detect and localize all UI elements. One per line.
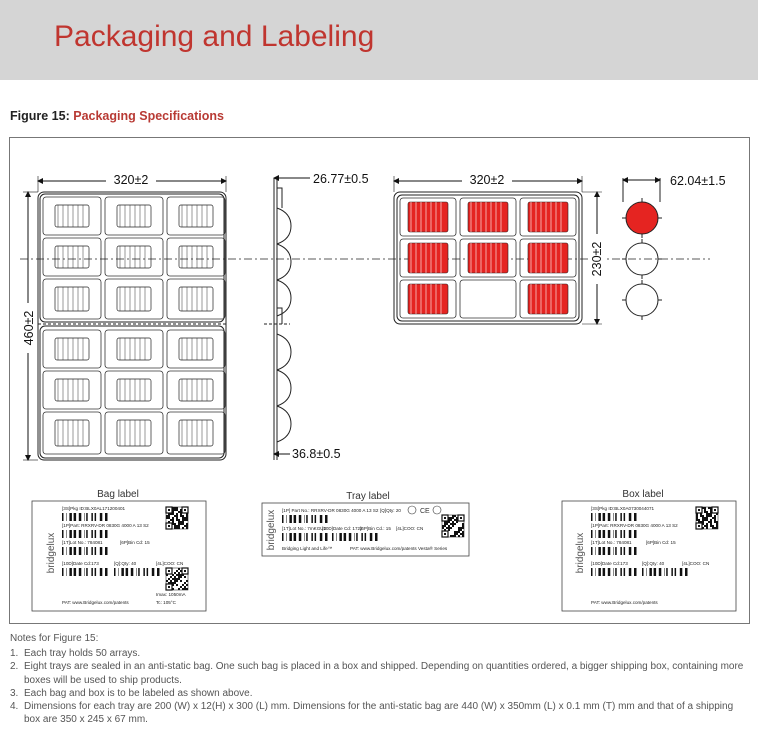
box-label-line4: [10D]Date Cd:173 (591, 561, 628, 566)
box-label-line4b: [Q]:Qty: 40 (642, 561, 665, 566)
dim-side-top: 26.77±0.5 (273, 172, 369, 186)
barcode-icon (591, 547, 637, 555)
dim-tray-height-double: 460±2 (20, 191, 38, 461)
dim-label-tray-width: 320±2 (114, 173, 149, 187)
tray-label-line3: Bridging Light and Life™ (282, 546, 332, 551)
bag-label-title: Bag label (97, 489, 139, 500)
box-label-brand: bridgelux (575, 533, 586, 574)
note-text: Eight trays are sealed in an anti-static… (24, 661, 744, 686)
svg-text:CE: CE (420, 508, 430, 515)
box-label-line3b: [6P]Bin Cd: 15 (646, 540, 676, 545)
array-profile-view (622, 178, 662, 320)
tray-label-brand: bridgelux (266, 510, 277, 551)
note-number: 4. (10, 701, 19, 713)
dim-label-tray-width-right: 320±2 (470, 173, 505, 187)
tray-label-line3c: Vesta® Series (418, 545, 448, 551)
figure-number: Figure 15: (10, 109, 70, 123)
note-text: Each bag and box is to be labeled as sho… (24, 687, 253, 699)
tray-label-line2c: [6P]Bin Cd.: 15 (360, 526, 391, 531)
barcode-icon (332, 533, 378, 541)
barcode-icon (62, 530, 108, 538)
double-tray-top-view (37, 191, 227, 461)
box-label-line3: [1T]Lot No.: 784081 (591, 540, 632, 545)
dim-label-array-width: 62.04±1.5 (670, 174, 726, 188)
dim-label-side-bottom: 36.8±0.5 (292, 447, 341, 461)
bag-label-line4: [10D]Date Cd:173 (62, 561, 99, 566)
tray-label-title: Tray label (346, 491, 390, 502)
barcode-icon (591, 568, 637, 576)
box-label-title: Box label (622, 489, 663, 500)
tray-red-arrays (399, 197, 577, 319)
bag-label-line1: [3S]Pkg ID:BLX0AL171200401 (62, 506, 126, 511)
note-text: Each tray holds 50 arrays. (24, 648, 141, 660)
tray-label-line1: [1P] Part No.: RRXRV-DR 0830G 4000 A 13 … (282, 508, 379, 513)
dim-side-bottom: 36.8±0.5 (273, 447, 341, 461)
dim-label-side-top: 26.77±0.5 (313, 172, 369, 186)
bag-label: bridgelux [3S]Pkg ID:BLX0AL171200401 [1P… (31, 500, 207, 612)
tray-label-line3b: PAT: www.Bridgelux.com/patents (350, 546, 417, 551)
barcode-icon (282, 533, 328, 541)
qr-code-icon (441, 514, 465, 538)
qr-code-icon (165, 567, 189, 591)
barcode-icon (282, 515, 328, 523)
note-item: 3. Each bag and box is to be labeled as s… (10, 687, 750, 700)
packaging-drawing: 320±2 460±2 26.77±0.5 36.8±0.5 (20, 172, 737, 612)
qr-code-icon (165, 506, 189, 530)
note-item: 2. Eight trays are sealed in an anti-stat… (10, 660, 750, 686)
tray-label: bridgelux [1P] Part No.: RRXRV-DR 0830G … (261, 502, 470, 557)
bag-label-line3: [1T]Lot No.: 784081 (62, 540, 103, 545)
figure-notes: Notes for Figure 15: 1. Each tray holds 5… (10, 632, 750, 726)
barcode-icon (62, 513, 108, 521)
bag-label-line5b: Imax: 1050mA (156, 592, 187, 597)
note-item: 4. Dimensions for each tray are 200 (W) x… (10, 700, 750, 726)
dim-array-width: 62.04±1.5 (622, 174, 726, 188)
dim-tray-width-left: 320±2 (37, 173, 227, 192)
note-number: 3. (10, 687, 19, 699)
notes-list: 1. Each tray holds 50 arrays. 2. Eight tra… (10, 647, 750, 726)
dim-label-tray-height-double: 460±2 (22, 311, 36, 346)
figure-title: Packaging Specifications (73, 109, 224, 123)
box-label-line4c: [4L]COO: CN (682, 561, 709, 566)
barcode-icon (114, 568, 160, 576)
barcode-icon (642, 568, 688, 576)
figure-caption: Figure 15: Packaging Specifications (10, 109, 224, 123)
barcode-icon (591, 530, 637, 538)
barcode-icon (591, 513, 637, 521)
box-label-line5: PAT: www.Bridgelux.com/patents (591, 600, 658, 605)
dim-tray-width-right: 320±2 (393, 173, 583, 192)
bag-label-line3b: [6P]Bin Cd: 15 (120, 540, 150, 545)
note-text: Dimensions for each tray are 200 (W) x 1… (24, 701, 734, 726)
bag-label-line5c: Tc: 105°C (156, 600, 177, 605)
qr-code-icon (695, 506, 719, 530)
bag-label-brand: bridgelux (46, 533, 57, 574)
bag-label-line5: PAT: www.Bridgelux.com/patents (62, 600, 129, 605)
note-number: 2. (10, 661, 19, 673)
bag-label-line4b: [Q]:Qty: 40 (114, 561, 137, 566)
packaging-figure: 320±2 460±2 26.77±0.5 36.8±0.5 (9, 137, 750, 624)
page-header: Packaging and Labeling (0, 0, 758, 80)
box-label-line2: [1P]Part: RRXRV-DR 0830G 4000 A 13 S2 (591, 523, 678, 528)
tray-label-line2d: [4L]COO: CN (396, 526, 423, 531)
tray-cells (42, 196, 226, 455)
single-tray-top-view (393, 191, 583, 325)
dim-label-tray-height-single: 230±2 (590, 242, 604, 277)
box-label: bridgelux [3S]Pkg ID:BLX0A0730044071 [1P… (561, 500, 737, 612)
tray-label-line2: [1T]Lot No.: 7mKGU3 (282, 526, 327, 531)
bag-label-line4c: [4L]COO: CN (156, 561, 183, 566)
barcode-icon (62, 547, 108, 555)
bag-label-line2: [1P]Part: RRXRV-DR 0830G 4000 A 13 S2 (62, 523, 149, 528)
dim-tray-height-single: 230±2 (582, 191, 605, 325)
box-label-line1: [3S]Pkg ID:BLX0A0730044071 (591, 506, 655, 511)
page-title: Packaging and Labeling (54, 20, 375, 53)
tray-label-line1b: [Q]Qty: 20 (380, 508, 401, 513)
certification-marks-icon: CE (407, 505, 442, 515)
notes-heading: Notes for Figure 15: (10, 633, 99, 644)
note-number: 1. (10, 648, 19, 660)
tray-label-line2b: [10D]Date Cd: 1722 (322, 526, 363, 531)
barcode-icon (62, 568, 108, 576)
note-item: 1. Each tray holds 50 arrays. (10, 647, 750, 660)
tray-side-view (264, 178, 292, 460)
